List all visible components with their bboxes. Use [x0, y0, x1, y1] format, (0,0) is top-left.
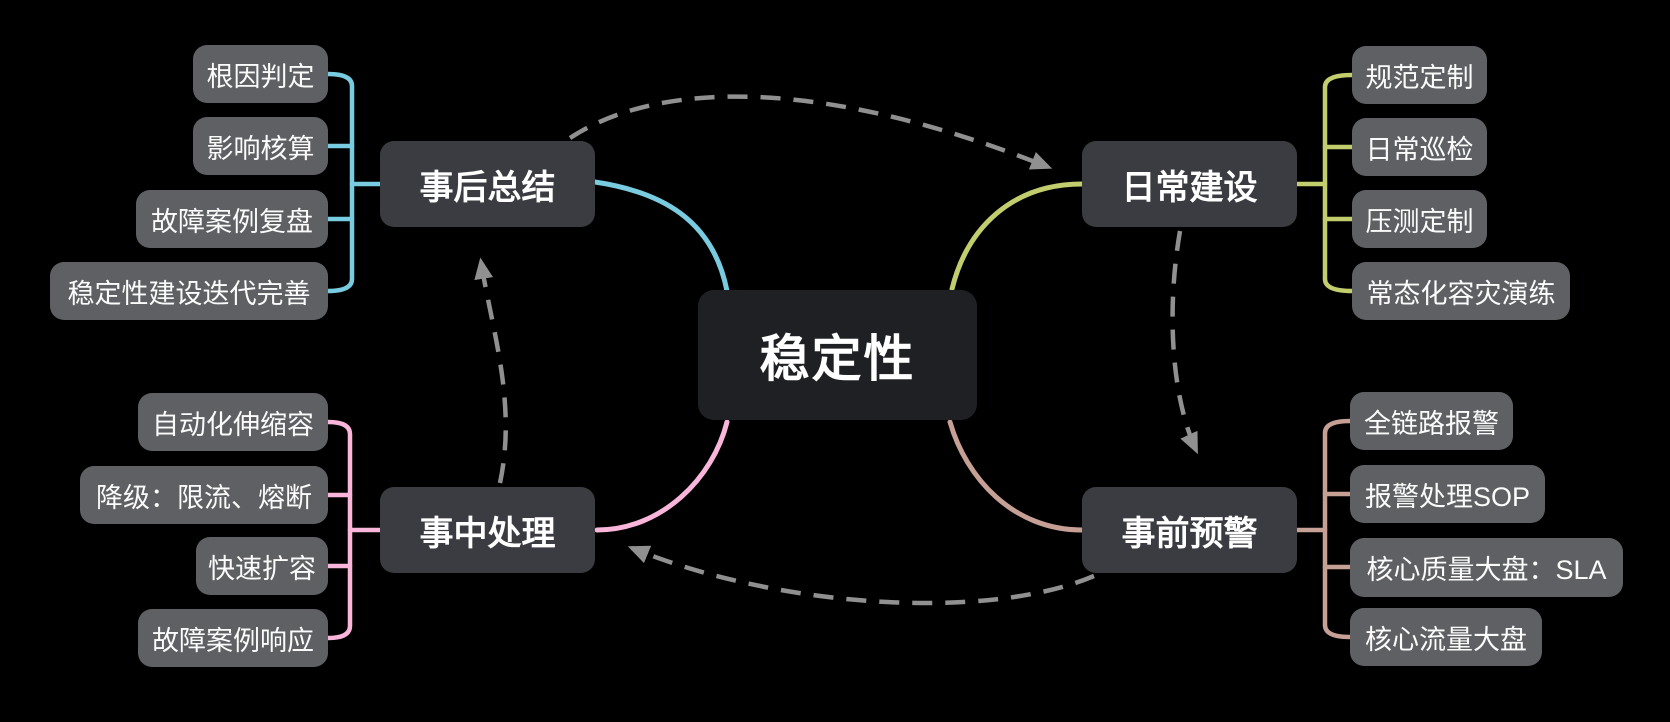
child-connector-pre-warning — [1294, 418, 1353, 640]
subtopic-daily-inspection[interactable]: 日常巡检 — [1352, 118, 1487, 176]
main-topic-post-summary[interactable]: 事后总结 — [380, 141, 595, 227]
subtopic-disaster-drill[interactable]: 常态化容灾演练 — [1352, 262, 1570, 320]
subtopic-root-cause-judgment[interactable]: 根因判定 — [193, 45, 328, 103]
relation-arrow-pre-to-during[interactable] — [627, 545, 1095, 606]
child-connector-during-handling — [325, 419, 383, 641]
subtopic-failure-response[interactable]: 故障案例响应 — [138, 609, 328, 667]
subtopic-degradation[interactable]: 降级：限流、熔断 — [80, 466, 328, 524]
main-topic-pre-warning[interactable]: 事前预警 — [1082, 487, 1297, 573]
child-connector-daily-build — [1294, 72, 1355, 294]
subtopic-stress-test[interactable]: 压测定制 — [1352, 190, 1487, 248]
main-topic-daily-build[interactable]: 日常建设 — [1082, 141, 1297, 227]
branch-curve-during-handling — [594, 419, 730, 533]
subtopic-stability-iteration[interactable]: 稳定性建设迭代完善 — [50, 262, 328, 320]
subtopic-full-link-alarm[interactable]: 全链路报警 — [1350, 392, 1513, 450]
subtopic-alarm-sop[interactable]: 报警处理SOP — [1350, 465, 1545, 523]
branch-curve-post-summary — [592, 179, 730, 294]
subtopic-auto-scaling[interactable]: 自动化伸缩容 — [138, 393, 328, 451]
subtopic-impact-accounting[interactable]: 影响核算 — [193, 117, 328, 175]
subtopic-spec-customization[interactable]: 规范定制 — [1352, 46, 1487, 104]
main-topic-during-handling[interactable]: 事中处理 — [380, 487, 595, 573]
relation-arrow-during-to-post[interactable] — [474, 257, 508, 484]
subtopic-traffic-dashboard[interactable]: 核心流量大盘 — [1350, 608, 1542, 666]
subtopic-rapid-expansion[interactable]: 快速扩容 — [196, 537, 328, 595]
branch-curve-pre-warning — [947, 419, 1085, 533]
subtopic-quality-dashboard-sla[interactable]: 核心质量大盘：SLA — [1350, 538, 1623, 597]
child-connector-post-summary — [325, 71, 383, 294]
subtopic-failure-case-review[interactable]: 故障案例复盘 — [136, 190, 328, 248]
relation-arrow-post-to-daily[interactable] — [568, 94, 1053, 170]
branch-curve-daily-build — [949, 181, 1085, 292]
relation-arrow-daily-to-pre[interactable] — [1170, 230, 1199, 455]
central-topic-stability[interactable]: 稳定性 — [698, 290, 977, 420]
